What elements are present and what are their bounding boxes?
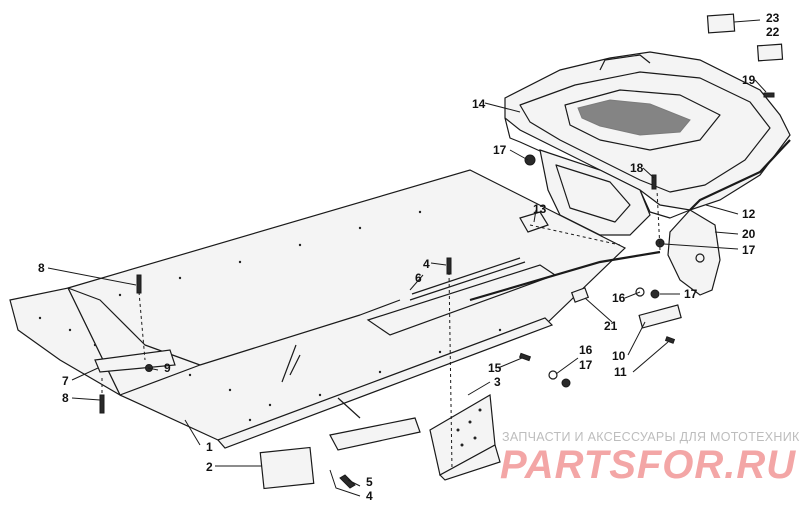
bracket-3 — [429, 394, 501, 481]
callout-8b: 8 — [62, 391, 69, 405]
callout-17d: 17 — [579, 358, 593, 372]
rear-flap-panel — [9, 169, 627, 451]
callout-20: 20 — [742, 227, 756, 241]
callout-22: 22 — [766, 25, 780, 39]
callout-4b: 4 — [366, 489, 373, 503]
grab-bar-assembly — [504, 51, 791, 296]
callout-8a: 8 — [38, 261, 45, 275]
callout-21: 21 — [604, 319, 618, 333]
callout-4a: 4 — [423, 257, 430, 271]
callout-15: 15 — [488, 361, 502, 375]
decal-22 — [756, 43, 784, 62]
callout-6: 6 — [415, 271, 422, 285]
decal-23 — [706, 13, 736, 34]
bracket-7 — [94, 349, 176, 373]
plate-2 — [259, 446, 315, 490]
callout-19: 19 — [742, 73, 756, 87]
callout-2: 2 — [206, 460, 213, 474]
callout-11: 11 — [614, 365, 627, 379]
callout-17a: 17 — [493, 143, 507, 157]
callout-13: 13 — [533, 202, 547, 216]
callout-16a: 16 — [612, 291, 626, 305]
callout-10: 10 — [612, 349, 626, 363]
tube-21 — [469, 250, 661, 302]
callout-23: 23 — [766, 11, 780, 25]
callout-3: 3 — [494, 375, 501, 389]
callout-labels: 8 7 8 9 1 2 5 4 3 15 4 6 13 14 17 18 19 … — [38, 11, 780, 503]
callout-17c: 17 — [684, 287, 698, 301]
callout-5: 5 — [366, 475, 373, 489]
bracket-10 — [638, 304, 682, 329]
callout-18: 18 — [630, 161, 644, 175]
watermark-subtitle: ЗАПЧАСТИ И АКСЕССУАРЫ ДЛЯ МОТОТЕХНИКИ — [502, 430, 800, 444]
callout-12: 12 — [742, 207, 756, 221]
callout-1: 1 — [206, 440, 213, 454]
leader-lines — [47, 19, 767, 497]
callout-7: 7 — [62, 374, 69, 388]
watermark-brand: PARTSFOR.RU — [500, 443, 796, 487]
spacer-21 — [570, 287, 590, 303]
callout-9: 9 — [164, 361, 171, 375]
callout-16b: 16 — [579, 343, 593, 357]
callout-17b: 17 — [742, 243, 756, 257]
callout-14: 14 — [472, 97, 486, 111]
